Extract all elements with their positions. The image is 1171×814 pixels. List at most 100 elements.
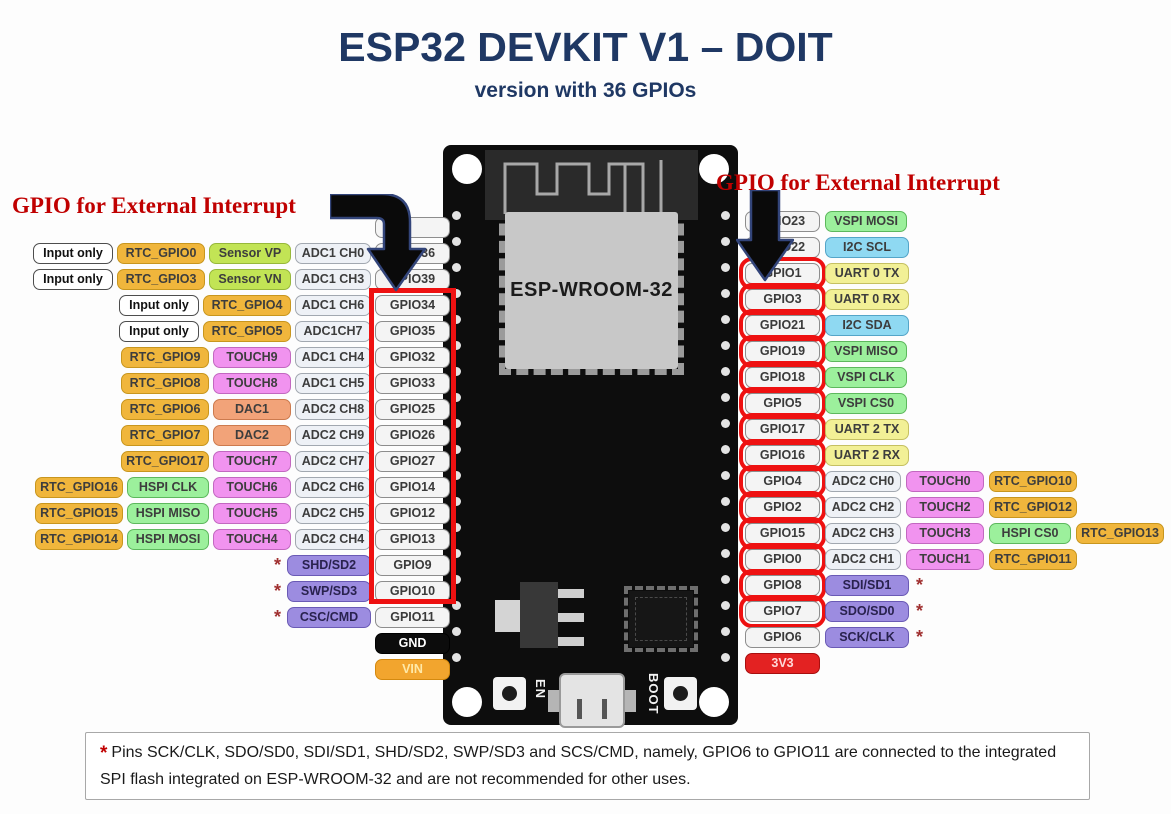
pin-gpio4: GPIO4 (739, 464, 826, 498)
pin-i2c-sda: I2C SDA (825, 314, 909, 336)
voltage-regulator-tab (495, 600, 520, 632)
pin-gpio25: GPIO25 (375, 398, 450, 420)
pin-row: VIN (10, 656, 450, 682)
antenna (485, 150, 698, 220)
pin-vspi-mosi: VSPI MOSI (825, 210, 907, 232)
pin-vin: VIN (375, 658, 450, 680)
pin-hole (721, 237, 730, 246)
pin-hole (721, 341, 730, 350)
pin-sensor-vp: Sensor VP (209, 242, 291, 264)
pin-rtc-gpio15: RTC_GPIO15 (35, 502, 123, 524)
pin-hole (721, 549, 730, 558)
pin-vspi-miso: VSPI MISO (825, 340, 907, 362)
pin-hole (452, 211, 461, 220)
pin-rtc-gpio3: RTC_GPIO3 (117, 268, 205, 290)
esp32-board: ESP-WROOM-32 EN BOOT (443, 145, 738, 728)
pin-hole (452, 653, 461, 662)
pin-hole (721, 471, 730, 480)
pin-gpio10: GPIO10 (375, 580, 450, 602)
pin-touch0: TOUCH0 (906, 470, 984, 492)
pin-gpio19: GPIO19 (739, 334, 826, 368)
pin-gpio2: GPIO2 (739, 490, 826, 524)
pin-hole (721, 315, 730, 324)
pin-hole (721, 627, 730, 636)
en-button (493, 677, 526, 710)
pin-gpio11: GPIO11 (375, 606, 450, 628)
pin-input-only: Input only (33, 268, 113, 290)
pin-rtc-gpio10: RTC_GPIO10 (989, 470, 1077, 492)
pin-hole (452, 471, 461, 480)
flash-pin-asterisk: * (916, 601, 924, 621)
pin-rtc-gpio5: RTC_GPIO5 (203, 320, 291, 342)
pin-rtc-gpio17: RTC_GPIO17 (121, 450, 209, 472)
pin-touch4: TOUCH4 (213, 528, 291, 550)
flash-pin-asterisk: * (273, 607, 281, 627)
pin-hole (452, 289, 461, 298)
pin-gpio33: GPIO33 (375, 372, 450, 394)
flash-pin-asterisk: * (273, 555, 281, 575)
usb-uart-chip (624, 586, 698, 652)
pin-gpio26: GPIO26 (375, 424, 450, 446)
page-subtitle: version with 36 GPIOs (474, 79, 697, 102)
pin-gnd: GND (375, 632, 450, 654)
pin-i2c-scl: I2C SCL (825, 236, 909, 258)
page-title: ESP32 DEVKIT V1 – DOIT (338, 24, 833, 70)
esp-wroom-32-module: ESP-WROOM-32 (499, 206, 684, 375)
pin-hole (721, 211, 730, 220)
footnote-text: Pins SCK/CLK, SDO/SD0, SDI/SD1, SHD/SD2,… (100, 744, 1057, 789)
pin-uart-0-rx: UART 0 RX (825, 288, 909, 310)
pin-gpio34: GPIO34 (375, 294, 450, 316)
pin-gpio5: GPIO5 (739, 386, 826, 420)
pin-gpio17: GPIO17 (739, 412, 826, 446)
pin-sdi-sd1: SDI/SD1 (825, 574, 909, 596)
usb-shield-tab (548, 690, 559, 712)
pin-hole (452, 419, 461, 428)
pin-uart-2-tx: UART 2 TX (825, 418, 909, 440)
pin-adc2-ch7: ADC2 CH7 (295, 450, 371, 472)
pin-sensor-vn: Sensor VN (209, 268, 291, 290)
pin-gpio8: GPIO8 (739, 568, 826, 602)
pin-adc2-ch9: ADC2 CH9 (295, 424, 371, 446)
pin-adc2-ch8: ADC2 CH8 (295, 398, 371, 420)
pin-gpio13: GPIO13 (375, 528, 450, 550)
pin-adc2-ch6: ADC2 CH6 (295, 476, 371, 498)
pin-hole (452, 523, 461, 532)
pin-hole (452, 445, 461, 454)
pin-hole (452, 601, 461, 610)
regulator-leg (558, 613, 584, 622)
pin-rtc-gpio4: RTC_GPIO4 (203, 294, 291, 316)
pin-hole (452, 497, 461, 506)
pin-gpio14: GPIO14 (375, 476, 450, 498)
pin-uart-2-rx: UART 2 RX (825, 444, 909, 466)
pin-adc2-ch1: ADC2 CH1 (825, 548, 901, 570)
pin-rtc-gpio9: RTC_GPIO9 (121, 346, 209, 368)
mounting-hole (699, 687, 729, 717)
external-interrupt-note-left: GPIO for External Interrupt (12, 193, 296, 218)
en-button-label: EN (533, 679, 548, 700)
boot-button-label: BOOT (646, 673, 661, 715)
pin-gpio7: GPIO7 (739, 594, 826, 628)
pin-rtc-gpio12: RTC_GPIO12 (989, 496, 1077, 518)
micro-usb-connector (559, 673, 625, 728)
down-arrow-icon (736, 190, 794, 282)
pin-rtc-gpio11: RTC_GPIO11 (989, 548, 1077, 570)
pin-adc1ch7: ADC1CH7 (295, 320, 371, 342)
